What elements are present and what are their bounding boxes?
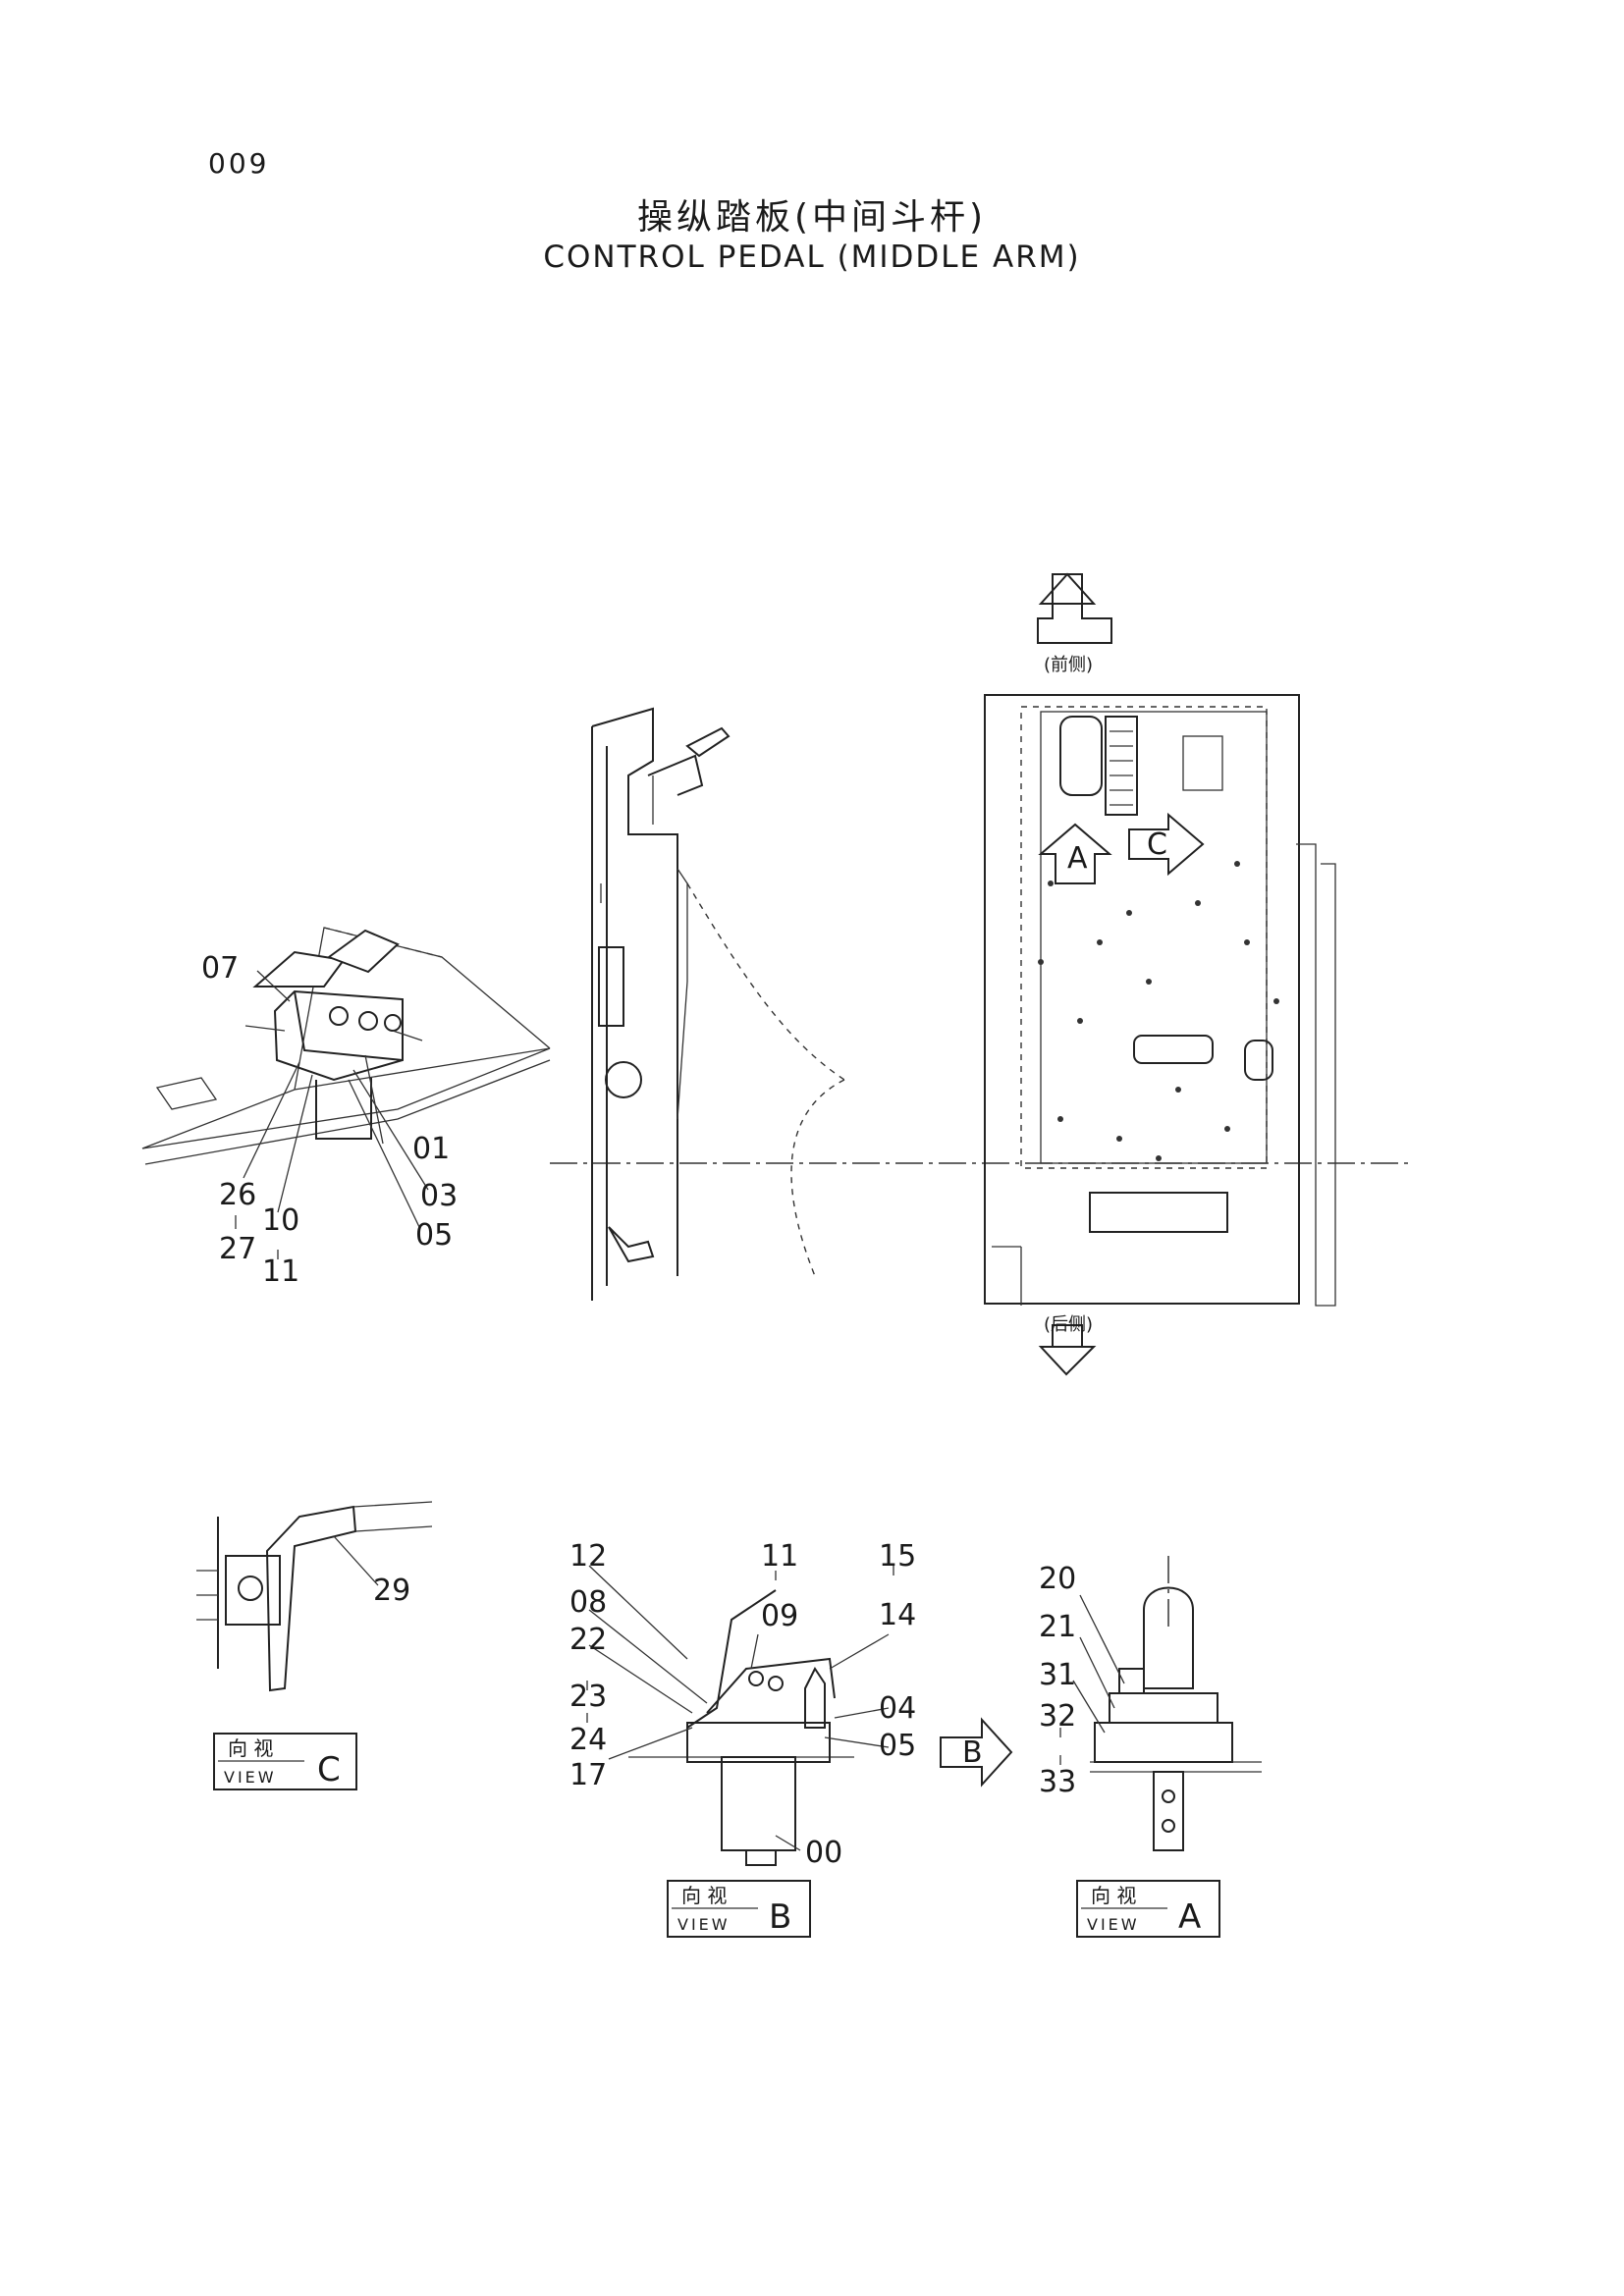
pedal-right	[326, 929, 400, 974]
callout-32: 32	[1039, 1699, 1076, 1734]
floor-plate	[141, 1047, 551, 1149]
floor-cutout	[155, 1077, 218, 1110]
svg-text:VIEW: VIEW	[677, 1915, 731, 1934]
view-c-drawing	[196, 1501, 433, 1692]
callout-04: 04	[879, 1691, 916, 1726]
callout-23: 23	[569, 1680, 607, 1714]
travel-pedal	[1105, 716, 1138, 816]
callout-08: 08	[569, 1585, 607, 1620]
svg-text:向 视: 向 视	[1091, 1884, 1136, 1907]
title-chinese: 操纵踏板(中间斗杆)	[636, 197, 988, 238]
callout-14: 14	[879, 1598, 916, 1632]
pedal-cap	[1143, 1586, 1194, 1689]
svg-text:VIEW: VIEW	[224, 1768, 277, 1787]
pedal-body	[273, 989, 404, 1082]
view-arrow-b	[940, 1717, 1013, 1788]
control-lever	[1059, 716, 1103, 796]
view-marker-a: A	[1067, 841, 1088, 876]
callout-11: 11	[262, 1255, 299, 1289]
callout-15: 15	[879, 1539, 916, 1574]
view-a-spool	[1153, 1771, 1184, 1851]
cab-top-plan: (前侧) (后侧) A C	[984, 572, 1336, 1376]
callout-10: 10	[262, 1203, 299, 1238]
pedal-arm	[265, 1505, 357, 1692]
view-arrow-c	[1128, 812, 1205, 877]
view-a-label-box: 向 视 VIEW A	[1076, 1880, 1220, 1938]
callout-22: 22	[569, 1623, 607, 1657]
rear-arrow	[1038, 1324, 1097, 1376]
view-c-label-box: 向 视 VIEW C	[213, 1733, 357, 1790]
title-english: CONTROL PEDAL (MIDDLE ARM)	[543, 240, 1081, 275]
callout-07: 07	[201, 951, 239, 986]
page-number: 009	[208, 147, 270, 180]
front-arrow	[1037, 573, 1112, 644]
callout-29: 29	[373, 1574, 410, 1608]
callout-31: 31	[1039, 1658, 1076, 1692]
callout-01: 01	[412, 1132, 450, 1166]
view-b-drawing	[628, 1589, 854, 1866]
front-side-label: (前侧)	[1044, 655, 1093, 675]
callout-24: 24	[569, 1723, 607, 1757]
svg-text:VIEW: VIEW	[1087, 1915, 1140, 1934]
callout-09: 09	[761, 1599, 798, 1633]
callout-21: 21	[1039, 1610, 1076, 1644]
callout-26: 26	[219, 1178, 256, 1212]
valve-body	[721, 1756, 796, 1851]
leaders-view-a	[1059, 1594, 1125, 1765]
callout-05: 05	[415, 1218, 453, 1253]
view-marker-b: B	[962, 1735, 983, 1770]
isometric-pedal-assembly	[141, 927, 551, 1165]
cab-outline	[984, 694, 1300, 1305]
rear-side-label: (后侧)	[1044, 1314, 1093, 1335]
cab-side-elevation	[591, 707, 845, 1301]
callout-27: 27	[219, 1232, 256, 1266]
callout-33: 33	[1039, 1765, 1076, 1799]
callout-05-b: 05	[879, 1729, 916, 1763]
callout-00: 00	[805, 1836, 842, 1870]
cab-side-panel	[598, 946, 624, 1027]
callout-20: 20	[1039, 1562, 1076, 1596]
leaders-main	[235, 970, 429, 1259]
callout-11-b: 11	[761, 1539, 798, 1574]
leaders-view-b	[586, 1565, 894, 1851]
svg-text:B: B	[769, 1897, 791, 1937]
callout-17: 17	[569, 1758, 607, 1792]
svg-text:C: C	[317, 1750, 341, 1789]
view-arrow-a	[1038, 823, 1112, 884]
view-marker-c: C	[1147, 828, 1167, 862]
svg-text:A: A	[1178, 1897, 1201, 1937]
pedal-profile	[647, 754, 704, 796]
console-side	[1296, 843, 1336, 1307]
valve-block	[315, 1078, 372, 1140]
svg-text:向 视: 向 视	[681, 1884, 727, 1907]
view-b-label-box: 向 视 VIEW B	[667, 1880, 811, 1938]
svg-text:向 视: 向 视	[228, 1736, 273, 1760]
callout-12: 12	[569, 1539, 607, 1574]
seat-base	[1089, 1192, 1228, 1233]
view-a-drawing	[1090, 1556, 1262, 1851]
callout-03: 03	[420, 1179, 458, 1213]
